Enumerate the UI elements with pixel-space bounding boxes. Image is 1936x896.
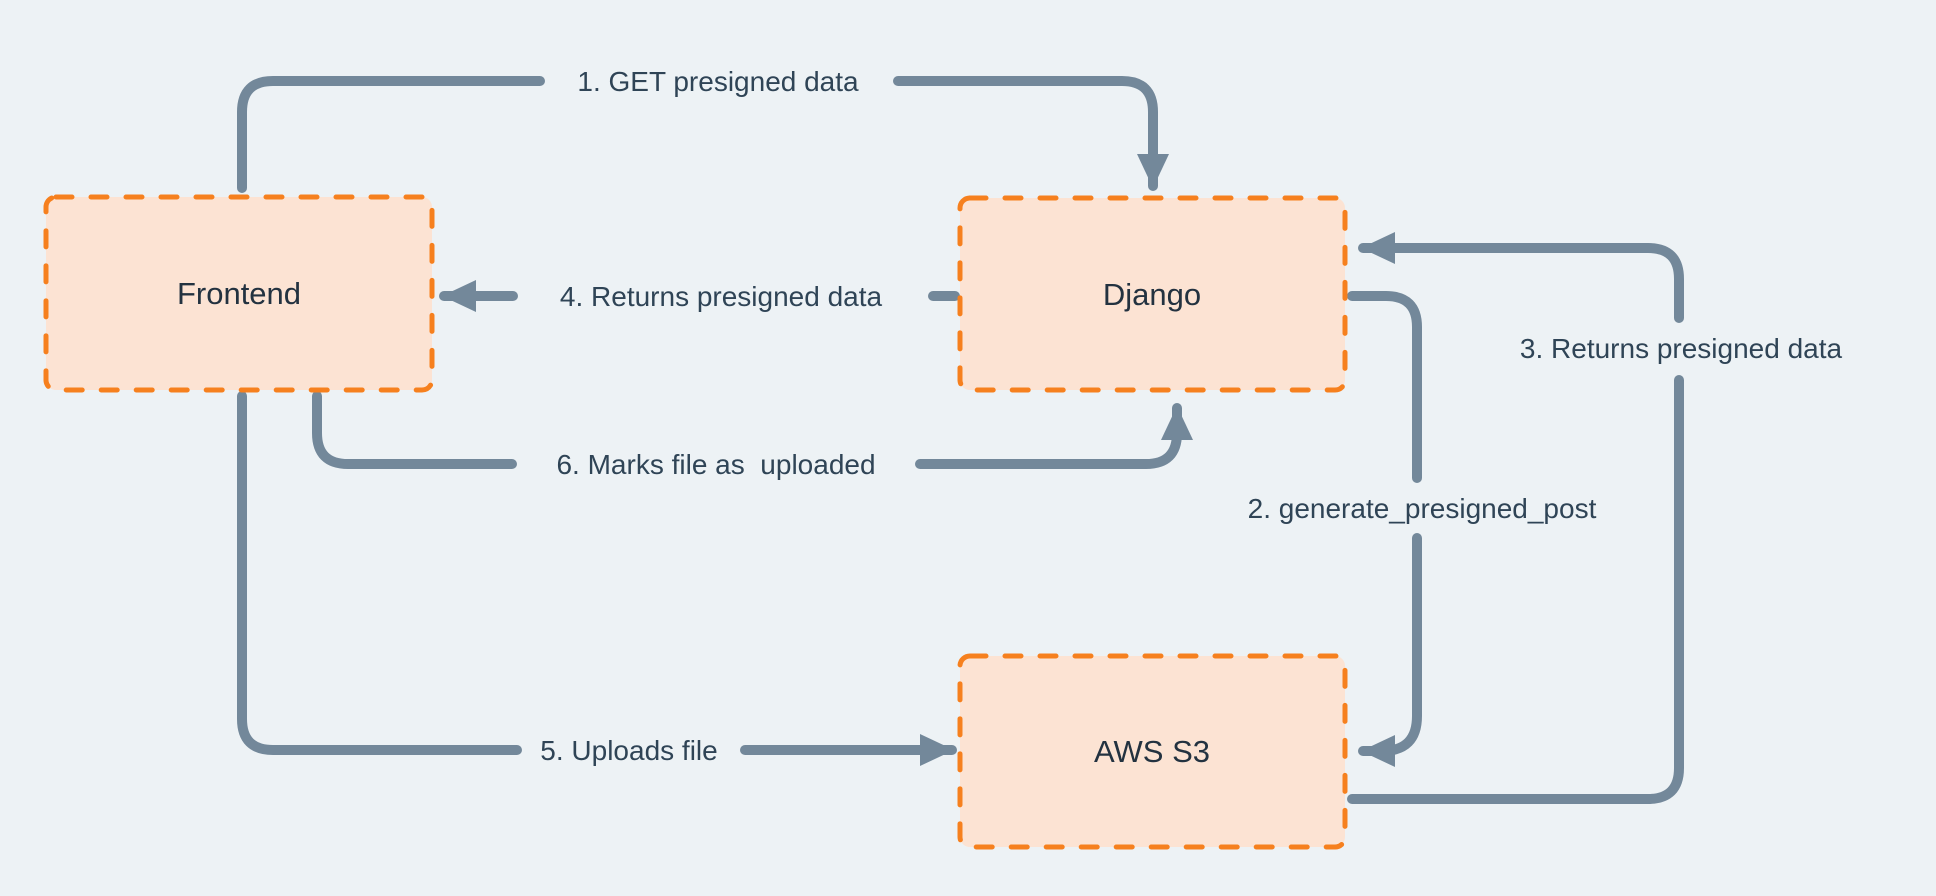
edge-step6-label: 6. Marks file as uploaded — [556, 449, 875, 480]
edge-step2-line-top — [1347, 291, 1422, 483]
node-frontend-box — [43, 194, 435, 393]
edge-step3-line-top — [1358, 232, 1684, 323]
edge-step5-line-left — [237, 391, 522, 755]
edge-step6-line-right — [915, 403, 1193, 469]
edge-step5-label: 5. Uploads file — [540, 735, 717, 766]
edge-step3-line-bottom — [1347, 375, 1684, 804]
edge-step6-line-left — [312, 391, 517, 469]
node-aws-s3-label: AWS S3 — [1094, 734, 1210, 769]
node-django-box — [957, 195, 1348, 393]
edge-step3-label: 3. Returns presigned data — [1520, 333, 1843, 364]
edge-step2-label: 2. generate_presigned_post — [1248, 493, 1597, 524]
edge-step1-label: 1. GET presigned data — [577, 66, 859, 97]
edge-step1-line-left — [237, 76, 545, 193]
node-django-label: Django — [1103, 277, 1201, 312]
edge-step1-line-right — [893, 76, 1169, 191]
edge-step4-label: 4. Returns presigned data — [560, 281, 883, 312]
edge-step2-line-bottom — [1358, 533, 1422, 767]
node-frontend-label: Frontend — [177, 276, 301, 311]
node-aws-s3-box — [957, 653, 1348, 850]
